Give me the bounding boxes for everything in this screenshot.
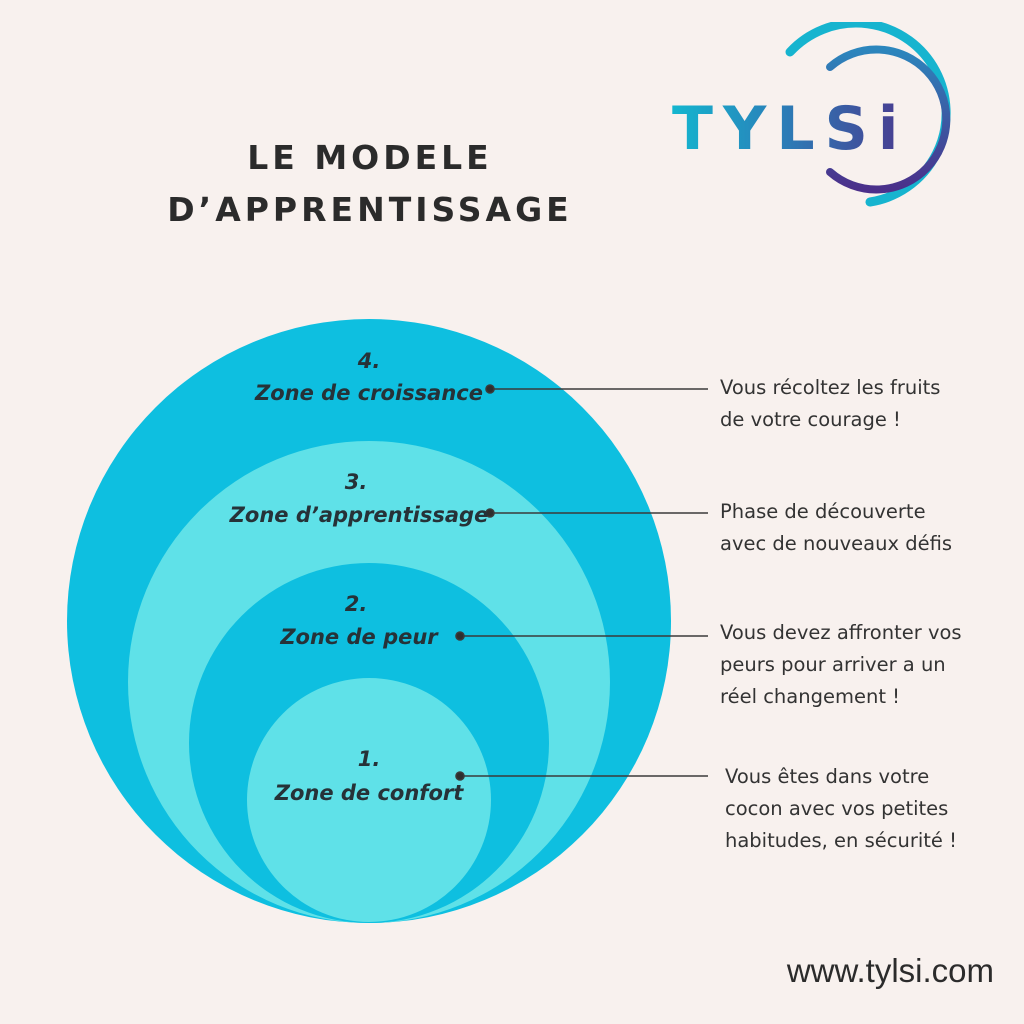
zone-2-name: Zone de peur bbox=[280, 625, 438, 649]
zone-3-description-line: Phase de découverte bbox=[720, 500, 926, 523]
zone-1-circle bbox=[247, 678, 491, 922]
zone-1-description-line: Vous êtes dans votre bbox=[725, 765, 930, 788]
zone-4-description-line: Vous récoltez les fruits bbox=[720, 376, 941, 399]
zone-4-leader-dot bbox=[485, 384, 495, 394]
zone-3-number: 3. bbox=[344, 470, 368, 494]
zone-3-description: Phase de découverte avec de nouveaux déf… bbox=[720, 496, 952, 560]
zone-2-description-line: peurs pour arriver a un bbox=[720, 653, 946, 676]
zone-2-description: Vous devez affronter vos peurs pour arri… bbox=[720, 617, 962, 713]
tylsi-logo: TYLSi bbox=[660, 22, 980, 222]
zone-1-number: 1. bbox=[357, 747, 381, 771]
website-url: www.tylsi.com bbox=[786, 952, 994, 989]
zone-4-name: Zone de croissance bbox=[255, 381, 483, 405]
zone-1-leader-dot bbox=[455, 771, 465, 781]
zone-2-number: 2. bbox=[344, 592, 368, 616]
zone-3-leader-dot bbox=[485, 508, 495, 518]
zone-4-description: Vous récoltez les fruits de votre courag… bbox=[720, 372, 940, 436]
tylsi-arc-logo-icon bbox=[785, 22, 951, 207]
zone-1-description-line: cocon avec vos petites bbox=[725, 797, 949, 820]
zone-4-description-line: de votre courage ! bbox=[720, 408, 901, 431]
zone-4-number: 4. bbox=[357, 349, 381, 373]
zone-2-leader-dot bbox=[455, 631, 465, 641]
zone-1-description: Vous êtes dans votre cocon avec vos peti… bbox=[725, 761, 957, 857]
zone-1-name: Zone de confort bbox=[274, 781, 464, 805]
zone-3-description-line: avec de nouveaux défis bbox=[720, 532, 953, 555]
logo-text: TYLSi bbox=[672, 94, 909, 164]
page-title-line-1: LE MODELE bbox=[247, 138, 493, 177]
page-title-line-2: D’APPRENTISSAGE bbox=[167, 190, 573, 229]
zone-2-description-line: Vous devez affronter vos bbox=[720, 621, 962, 644]
zone-1-description-line: habitudes, en sécurité ! bbox=[725, 829, 957, 852]
zone-2-description-line: réel changement ! bbox=[720, 685, 900, 708]
zone-3-name: Zone d’apprentissage bbox=[229, 503, 489, 527]
